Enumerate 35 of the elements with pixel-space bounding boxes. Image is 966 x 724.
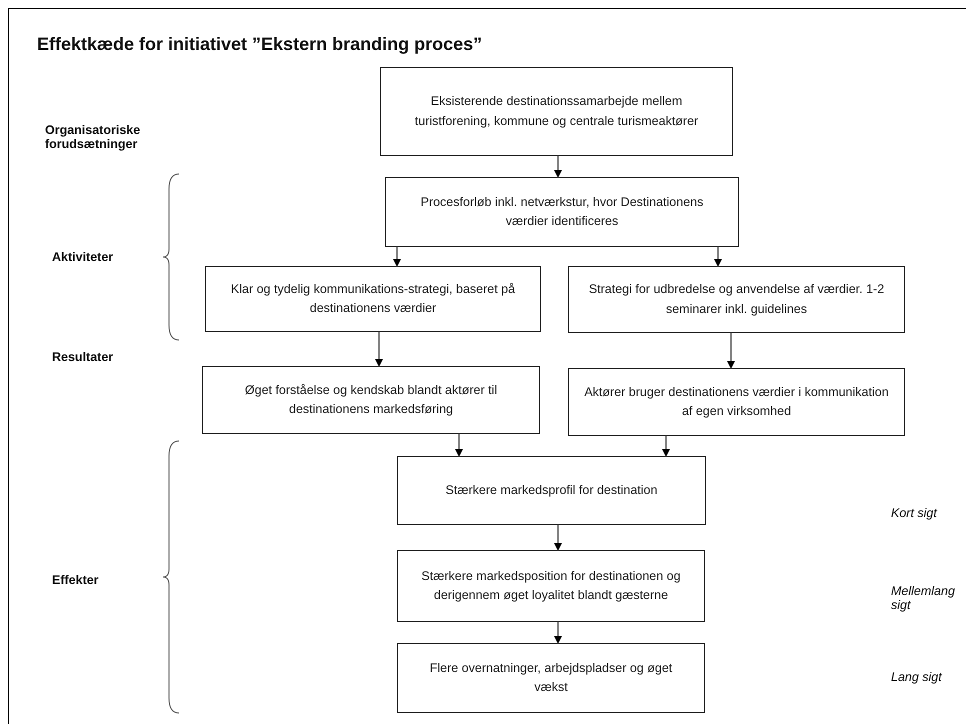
box-text: Øget forståelse og kendskab blandt aktører til destinationens markedsføring — [244, 382, 498, 418]
row-label: Effekter — [52, 573, 100, 587]
timeframe-label: Kort sigt — [891, 506, 938, 520]
diagram-title: Effektkæde for initiativet ”Ekstern branding proces” — [37, 34, 482, 55]
process-box — [568, 266, 905, 333]
process-box — [380, 67, 733, 156]
arrow — [554, 524, 562, 551]
arrow — [554, 156, 562, 178]
row-label: Aktiviteter — [52, 250, 114, 264]
box-text: Eksisterende destinationssamarbejde mellem turistforening, kommune og centrale turismeaktører — [414, 93, 700, 130]
box-text: Stærkere markedsprofil for destination — [446, 482, 658, 499]
row-label: Organisatoriske forudsætninger — [45, 123, 142, 151]
arrow — [662, 436, 670, 457]
timeframe-label: Lang sigt — [891, 670, 944, 684]
process-box — [205, 266, 541, 332]
row-label: Resultater — [52, 350, 114, 364]
box-text: Procesforløb inkl. netværkstur, hvor Destinationens værdier identificeres — [420, 194, 704, 230]
box-text: Stærkere markedsposition for destinationen og derigennem øget loyalitet blandt gæsterne — [420, 568, 682, 604]
process-box — [202, 366, 540, 434]
process-box — [397, 550, 705, 622]
arrow — [393, 246, 401, 267]
timeframe-label: Mellemlang sigt — [891, 584, 956, 612]
process-box — [397, 456, 706, 525]
box-text: Flere overnatninger, arbejdspladser og øget vækst — [428, 660, 674, 696]
arrow — [375, 332, 383, 367]
process-box — [568, 368, 905, 436]
arrow — [727, 332, 735, 369]
process-box — [397, 643, 705, 713]
process-box — [385, 177, 739, 247]
arrow — [714, 246, 722, 267]
arrow — [455, 434, 463, 457]
arrow — [554, 622, 562, 644]
box-text: Strategi for udbredelse og anvendelse af værdier. 1-2 seminarer inkl. guidelines — [588, 281, 886, 318]
box-text: Aktører bruger destinationens værdier i kommunikation af egen virksomhed — [583, 384, 890, 420]
box-text: Klar og tydelig kommunikations-strategi, baseret på destinationens værdier — [230, 280, 516, 317]
